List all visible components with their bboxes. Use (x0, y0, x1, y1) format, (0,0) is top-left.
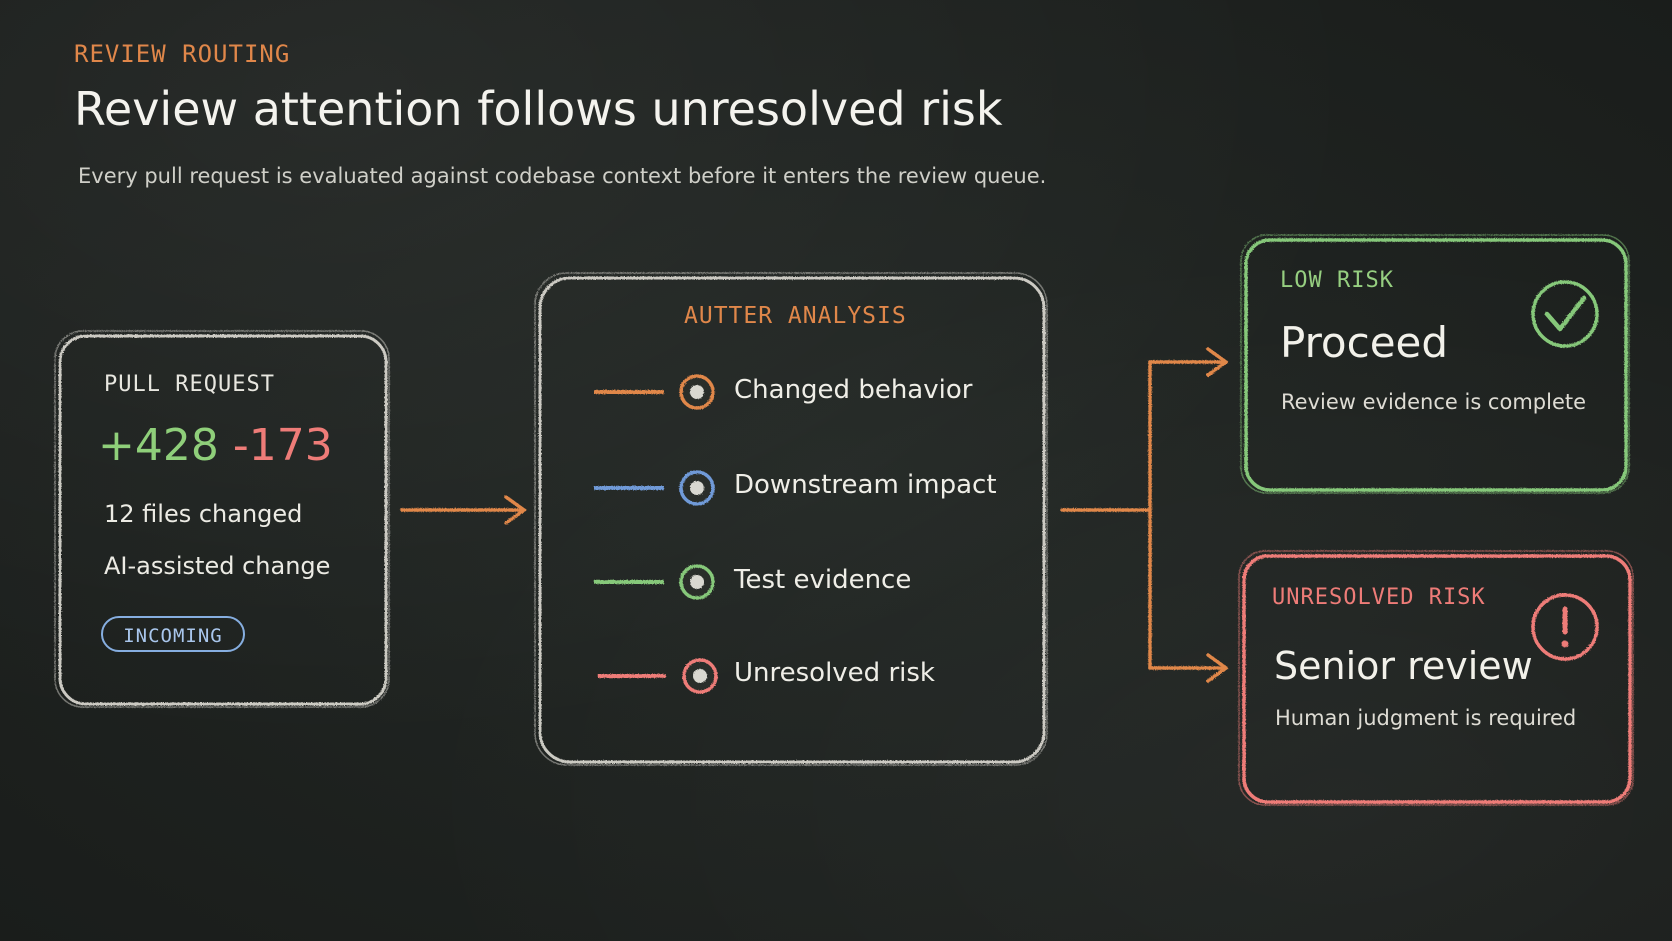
status-badge: INCOMING (101, 616, 245, 652)
unresolved-risk-label: UNRESOLVED RISK (1272, 585, 1486, 610)
diff-stats: +428 -173 (98, 420, 333, 471)
factor-node-downstream-impact (594, 470, 715, 506)
ai-assisted-note: AI-assisted change (104, 552, 331, 580)
alert-icon (1531, 593, 1599, 661)
unresolved-risk-description: Human judgment is required (1275, 706, 1577, 730)
analysis-label: AUTTER ANALYSIS (684, 303, 907, 329)
factor-node-changed-behavior (594, 374, 715, 410)
low-risk-description: Review evidence is complete (1281, 390, 1587, 414)
arrow-to-analysis (400, 495, 527, 525)
deletions-count: -173 (232, 420, 333, 471)
factor-label-downstream-impact: Downstream impact (734, 470, 997, 500)
unresolved-risk-title: Senior review (1274, 644, 1533, 688)
pull-request-card (54, 330, 390, 708)
low-risk-label: LOW RISK (1280, 268, 1394, 293)
factor-label-changed-behavior: Changed behavior (734, 375, 973, 405)
page-title: Review attention follows unresolved risk (74, 82, 1003, 136)
low-risk-title: Proceed (1280, 318, 1449, 367)
pull-request-label: PULL REQUEST (104, 372, 275, 397)
analysis-card (534, 272, 1048, 766)
low-risk-card (1240, 234, 1630, 494)
factor-node-test-evidence (594, 564, 715, 600)
factor-node-unresolved-risk (598, 658, 718, 694)
check-icon (1531, 280, 1599, 348)
factor-label-test-evidence: Test evidence (734, 565, 912, 595)
factor-label-unresolved-risk: Unresolved risk (734, 658, 935, 688)
files-changed: 12 files changed (104, 500, 303, 528)
eyebrow-label: REVIEW ROUTING (74, 40, 291, 68)
unresolved-risk-card (1238, 550, 1634, 806)
additions-count: +428 (98, 420, 219, 471)
branch-arrows (1060, 347, 1228, 683)
page-subtitle: Every pull request is evaluated against … (78, 164, 1047, 188)
